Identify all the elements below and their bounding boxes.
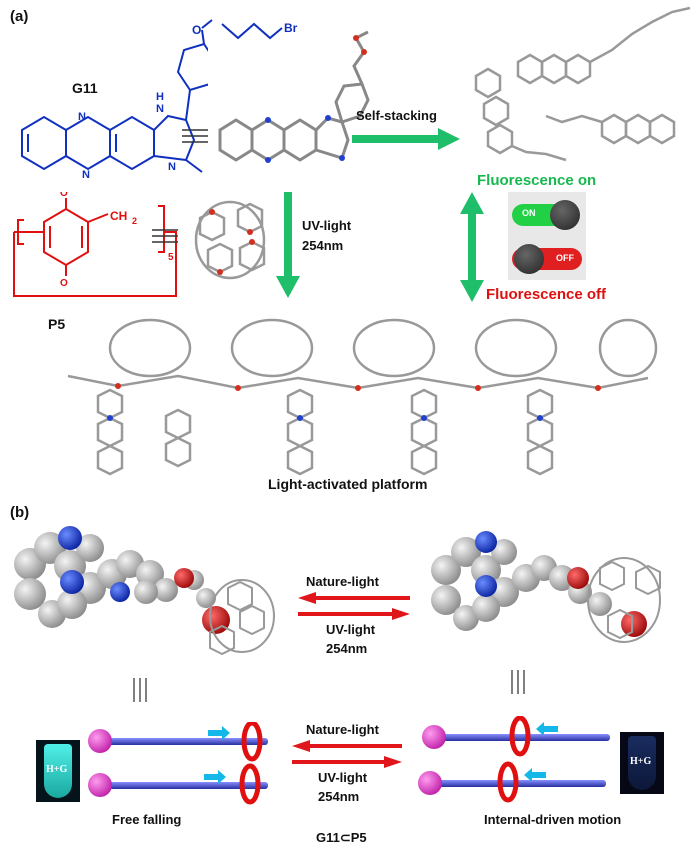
light-activated-platform-assembly [67,318,658,476]
uv-light-label: UV-light [302,218,352,233]
n-atom-label: N [78,111,86,123]
equivalence-symbol [511,670,525,694]
self-stacked-assembly [474,6,691,162]
panel-label-b: (b) [10,504,30,521]
wavelength-label-b2: 254nm [318,789,360,804]
platform-caption: Light-activated platform [268,476,428,492]
n-atom-label: N [82,169,90,180]
bromine-label: Br [284,21,298,35]
switch-knob [550,200,580,230]
equivalence-symbol [133,678,147,702]
p5-label: P5 [48,316,66,332]
n-atom-label: N [168,161,176,173]
vial-label: H+G [630,756,652,767]
free-falling-caption: Free falling [112,812,182,827]
free-state-spacefill-model [14,526,275,656]
self-stacking-label: Self-stacking [356,108,437,123]
wavelength-label: 254nm [302,238,344,253]
g11-bromobutoxy-chain: O Br [192,19,298,40]
bound-state-spacefill-model [431,531,661,643]
switch-panel: ON OFF [508,192,586,280]
uv-light-down-arrow [276,192,300,298]
switch-knob [514,244,544,274]
methoxy-o-label: O [60,278,68,289]
nh-label: N [156,103,164,115]
vial-tube [628,736,656,790]
uv-light-label-b: UV-light [326,622,376,637]
ch2-label: CH [110,209,127,223]
wavelength-label-b: 254nm [326,641,368,656]
panel-label-a: (a) [10,8,29,25]
reversible-fluorescence-arrow [460,192,484,302]
methoxy-o-label: O [60,192,68,199]
on-switch-text: ON [522,208,536,218]
p5-3d-model [194,200,266,280]
internal-motion-caption: Internal-driven motion [484,812,622,827]
p5-structure: O O CH 2 5 [13,192,177,297]
nature-light-label-2: Nature-light [306,722,379,737]
reversible-light-arrows-2 [292,740,402,768]
nature-light-label: Nature-light [306,574,379,589]
off-switch: OFF [512,244,582,274]
vial-label: H+G [46,764,68,775]
complex-caption: G11⊂P5 [316,830,367,845]
h-atom-label: H [156,91,164,103]
free-falling-cartoon [88,722,268,805]
g11-label: G11 [72,80,98,96]
ch2-subscript: 2 [132,216,137,226]
off-switch-text: OFF [556,253,574,263]
oxygen-label: O [192,23,201,37]
fluorescence-off-label: Fluorescence off [486,286,607,303]
fluorescence-on-label: Fluorescence on [477,172,597,189]
vial-tube [44,744,72,798]
internal-motion-cartoon [418,716,610,803]
g11-3d-model [218,30,370,163]
equivalence-symbol [152,229,178,243]
reversible-light-arrows [298,592,410,620]
vial-fluorescent-photo: H+G [36,740,80,802]
vial-quenched-photo: H+G [620,732,664,794]
equivalence-symbol [182,129,208,143]
g11-structure: N N N H N [21,29,208,180]
repeat-count: 5 [168,252,174,263]
on-switch: ON [512,200,580,230]
self-stacking-arrow [352,128,460,150]
uv-light-label-b2: UV-light [318,770,368,785]
